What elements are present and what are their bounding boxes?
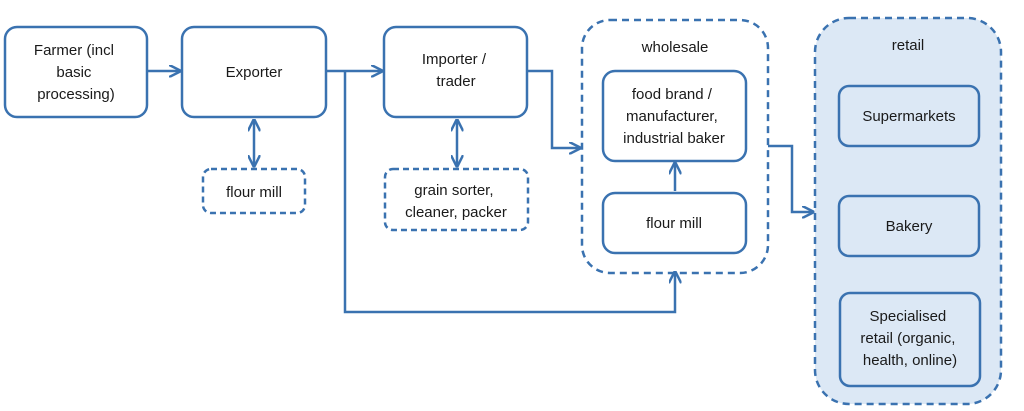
edges xyxy=(147,69,813,314)
wholesale-label: wholesale xyxy=(641,39,709,56)
node-flour-mill-wholesale: flour mill xyxy=(601,191,748,255)
node-exporter: Exporter xyxy=(180,25,328,119)
node-farmer-label: Farmer (incl basic processing) xyxy=(34,42,118,103)
node-flour-mill-export: flour mill xyxy=(201,167,307,215)
node-grain-sorter: grain sorter, cleaner, packer xyxy=(383,167,530,232)
node-flour-mill-wholesale-label: flour mill xyxy=(646,215,702,232)
node-exporter-label: Exporter xyxy=(226,64,283,81)
node-farmer: Farmer (incl basic processing) xyxy=(3,25,149,119)
node-specialised-retail: Specialised retail (organic, health, onl… xyxy=(838,291,982,388)
edge-exporter-flourmill-wholesale xyxy=(343,71,675,314)
node-supermarkets-label: Supermarkets xyxy=(862,108,955,125)
node-supermarkets: Supermarkets xyxy=(837,84,981,148)
node-flour-mill-export-label: flour mill xyxy=(226,184,282,201)
edge-importer-wholesale xyxy=(527,69,580,148)
node-importer: Importer / trader xyxy=(382,25,529,119)
node-specialised-retail-label: Specialised retail (organic, health, onl… xyxy=(860,308,959,369)
edge-wholesale-retail xyxy=(768,144,813,212)
node-importer-label: Importer / trader xyxy=(422,51,490,90)
node-food-brand: food brand / manufacturer, industrial ba… xyxy=(601,69,748,163)
node-food-brand-label: food brand / manufacturer, industrial ba… xyxy=(623,86,725,147)
node-bakery: Bakery xyxy=(837,194,981,258)
node-grain-sorter-label: grain sorter, cleaner, packer xyxy=(405,182,507,221)
retail-label: retail xyxy=(892,37,925,54)
node-bakery-label: Bakery xyxy=(886,218,933,235)
